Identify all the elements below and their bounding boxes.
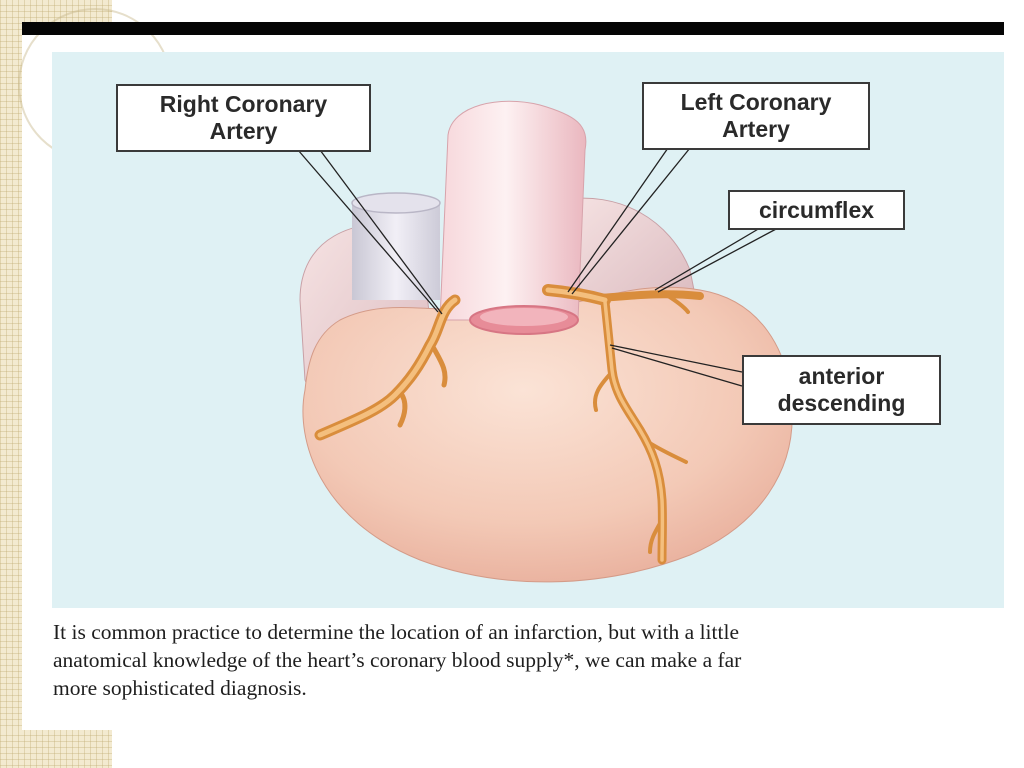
slide-header-bar bbox=[22, 22, 1004, 35]
caption-line: anatomical knowledge of the heart’s coro… bbox=[53, 648, 742, 672]
anterior-descending-label: anterior descending bbox=[742, 355, 941, 425]
label-line-2: Artery bbox=[209, 118, 278, 144]
label-line-1: Right Coronary bbox=[159, 91, 328, 117]
label-line-2: Artery bbox=[722, 116, 790, 142]
label-line-2: descending bbox=[777, 390, 906, 416]
label-line-1: anterior bbox=[798, 363, 885, 389]
circumflex-label: circumflex bbox=[728, 190, 905, 230]
caption-line: It is common practice to determine the l… bbox=[53, 620, 739, 644]
label-line-1: Left Coronary bbox=[680, 89, 832, 115]
figure-caption: It is common practice to determine the l… bbox=[53, 618, 983, 702]
left-coronary-artery-label: Left Coronary Artery bbox=[642, 82, 870, 150]
right-coronary-artery-label: Right Coronary Artery bbox=[116, 84, 371, 152]
leader-lines bbox=[297, 147, 779, 387]
caption-line: more sophisticated diagnosis. bbox=[53, 676, 307, 700]
decorative-bottom-pattern bbox=[0, 730, 112, 768]
aorta bbox=[439, 100, 587, 321]
label-line-1: circumflex bbox=[758, 196, 875, 223]
decorative-side-pattern bbox=[0, 0, 22, 768]
